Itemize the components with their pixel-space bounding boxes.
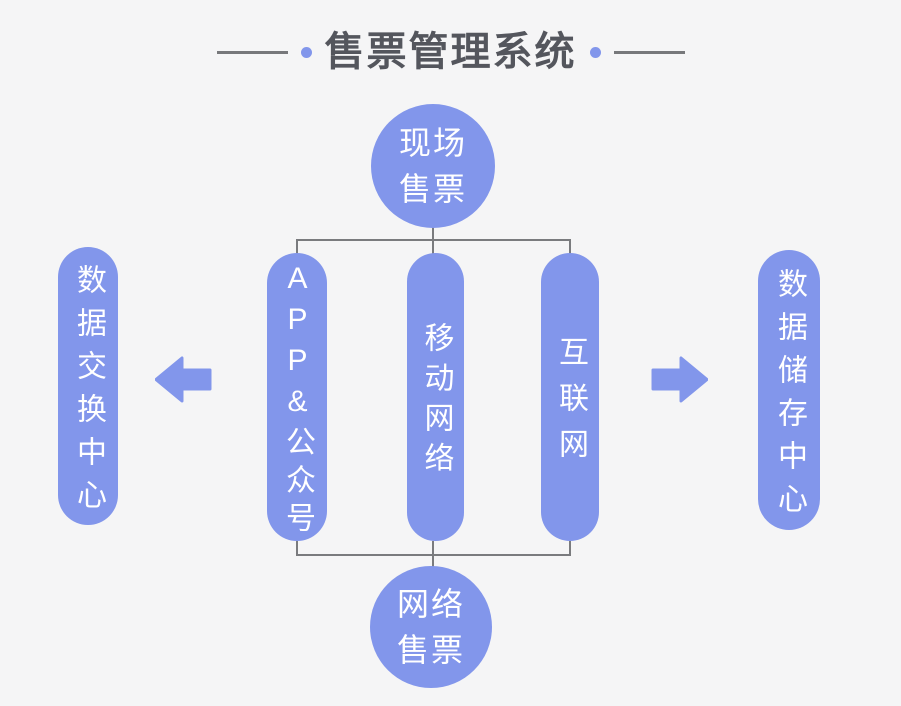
node-onsite-ticketing-line2: 售票 xyxy=(398,171,467,207)
node-data-storage-center: 数据储存中心 xyxy=(758,250,820,530)
node-internet: 互联网 xyxy=(541,253,599,541)
connector-bottom-stub-center xyxy=(432,541,434,555)
node-data-storage-center-label: 数据储存中心 xyxy=(773,267,806,526)
node-app-public-account-label: APP&公众号 xyxy=(281,262,314,540)
title-right-dot-icon xyxy=(589,46,601,58)
title-left-dot-icon xyxy=(300,46,312,58)
node-data-exchange-center-label: 数据交换中心 xyxy=(72,263,105,522)
node-mobile-network-label: 移动网络 xyxy=(419,322,453,482)
node-online-ticketing-line2: 售票 xyxy=(396,632,465,668)
node-app-public-account: APP&公众号 xyxy=(267,253,327,541)
connector-top-stub-center xyxy=(432,240,434,254)
arrow-right-icon xyxy=(651,356,708,403)
arrow-left-icon xyxy=(155,356,212,403)
title-right-dash xyxy=(613,50,685,54)
node-onsite-ticketing-line1: 现场 xyxy=(398,125,467,161)
node-onsite-ticketing: 现场 售票 xyxy=(371,104,495,228)
node-online-ticketing-line1: 网络 xyxy=(396,586,465,622)
node-data-exchange-center: 数据交换中心 xyxy=(58,247,118,525)
node-mobile-network: 移动网络 xyxy=(407,253,464,541)
connector-top-vertical xyxy=(432,224,434,241)
connector-bottom-stub-right xyxy=(569,541,571,555)
page-title-row: 售票管理系统 xyxy=(0,26,901,78)
title-left-dash xyxy=(216,50,288,54)
connector-bottom-stub-left xyxy=(296,541,298,555)
connector-top-stub-left xyxy=(296,240,298,254)
page-title: 售票管理系统 xyxy=(324,30,577,74)
connector-top-stub-right xyxy=(569,240,571,254)
node-internet-label: 互联网 xyxy=(554,336,587,474)
connector-bottom-vertical xyxy=(432,555,434,568)
node-online-ticketing: 网络 售票 xyxy=(370,566,492,688)
